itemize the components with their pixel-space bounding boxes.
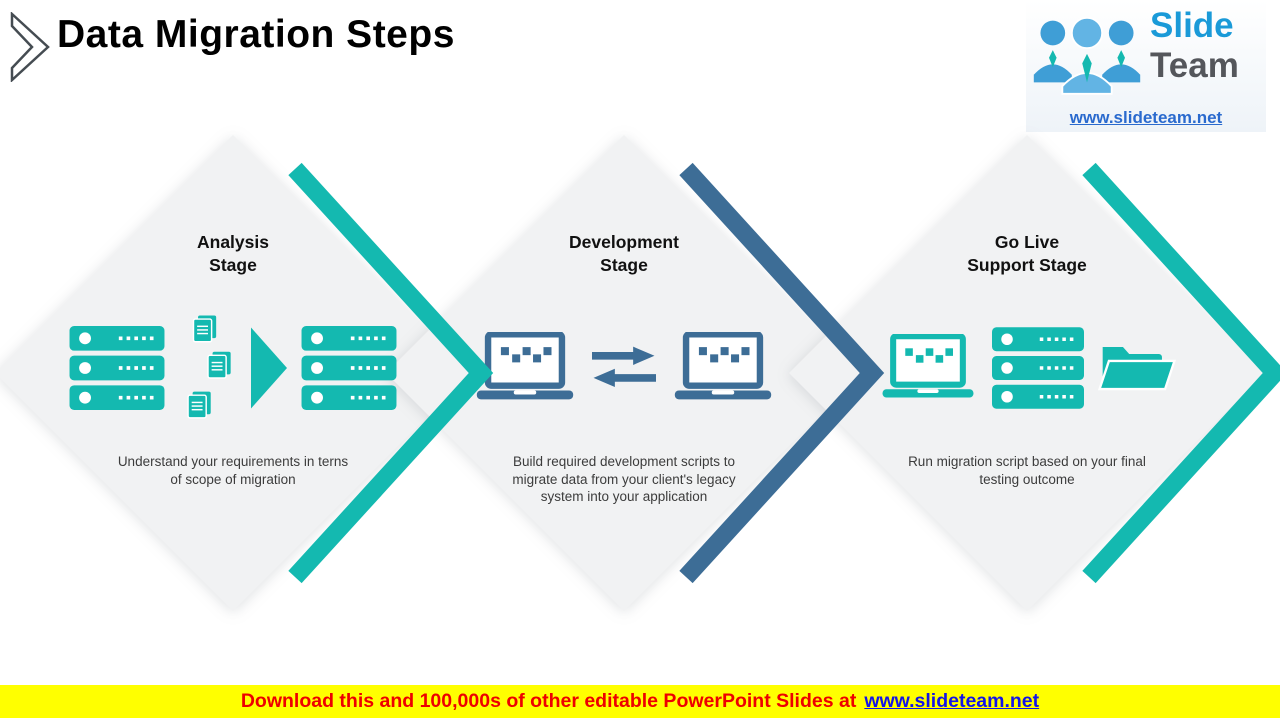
open-folder-icon	[1098, 346, 1176, 391]
logo-brand: Slide Team	[1150, 6, 1239, 86]
stage-development-description: Build required development scripts to mi…	[512, 454, 736, 504]
server-stack-icon	[301, 326, 397, 410]
server-stack-icon	[992, 327, 1084, 409]
server-stack-icon	[69, 326, 165, 410]
stage-development-title: Development Stage	[569, 232, 679, 275]
footer-banner-text: Download this and 100,000s of other edit…	[240, 690, 857, 712]
arrow-right-icon	[251, 327, 287, 409]
stage-analysis: Analysis Stage	[0, 135, 494, 611]
logo-brand-slide: Slide	[1150, 6, 1234, 45]
stage-go-live-title: Go Live Support Stage	[967, 232, 1087, 275]
page-title: Data Migration Steps	[57, 13, 455, 56]
laptop-icon	[476, 332, 574, 400]
logo-url-link[interactable]: www.slideteam.net	[1069, 108, 1223, 127]
stage-analysis-description: Understand your requirements in terns of…	[117, 454, 349, 487]
transfer-arrows-icon	[592, 346, 656, 388]
documents-icon	[187, 315, 231, 419]
laptop-icon	[674, 332, 772, 400]
stage-go-live-description: Run migration script based on your final…	[908, 454, 1146, 487]
stage-analysis-title: Analysis Stage	[197, 232, 269, 275]
stage-go-live-support: Go Live Support Stage	[789, 135, 1280, 611]
slideteam-logo: Slide Team www.slideteam.net	[1026, 0, 1266, 132]
logo-people-icon	[1033, 16, 1141, 95]
logo-brand-team: Team	[1150, 46, 1239, 85]
stage-go-live-icons	[789, 311, 1265, 425]
title-chevron-icon	[10, 12, 50, 82]
footer-banner-link[interactable]: www.slideteam.net	[864, 690, 1040, 712]
laptop-icon	[882, 334, 974, 398]
footer-banner: Download this and 100,000s of other edit…	[0, 685, 1280, 718]
